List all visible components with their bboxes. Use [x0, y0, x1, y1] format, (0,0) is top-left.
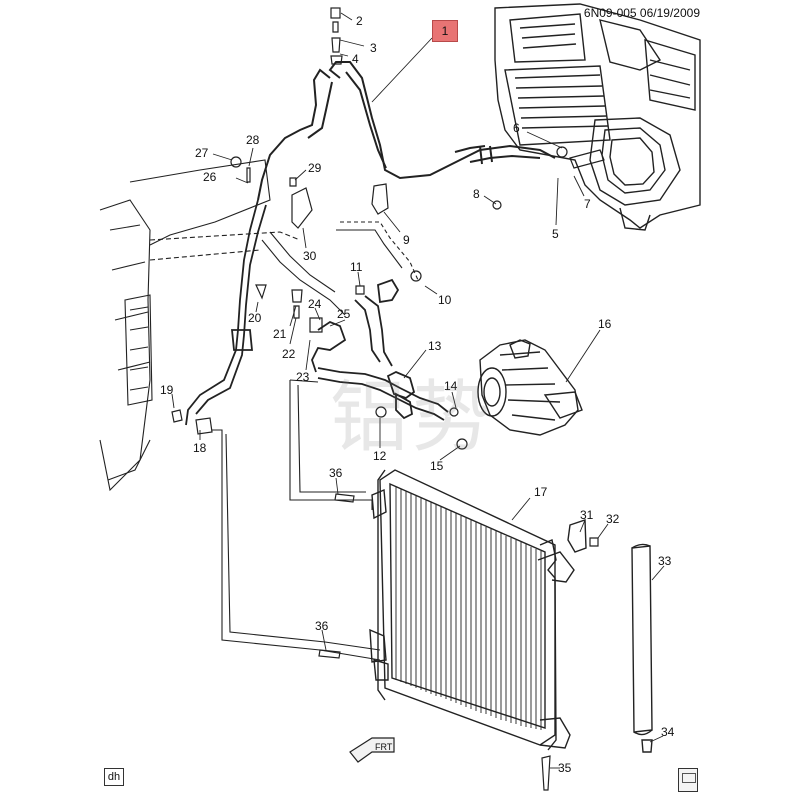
callout-7: 7 — [584, 197, 591, 211]
callout-33: 33 — [658, 554, 672, 568]
callout-21: 21 — [273, 327, 287, 341]
condenser-fins — [395, 487, 542, 730]
callout-32: 32 — [606, 512, 620, 526]
condenser — [369, 469, 575, 751]
fittings — [171, 7, 605, 791]
callout-31: 31 — [580, 508, 594, 522]
callout-36-upper: 36 — [329, 466, 343, 480]
callout-8: 8 — [473, 187, 480, 201]
diagram-linework — [99, 3, 701, 791]
diagram-code: 6N09-005 06/19/2009 — [583, 6, 700, 20]
front-arrow-label: FRT — [375, 742, 393, 752]
hidden-routing-lines — [212, 221, 419, 661]
callout-19: 19 — [160, 383, 174, 397]
callout-15: 15 — [430, 459, 444, 473]
callout-11: 11 — [350, 260, 363, 274]
discharge-hose — [311, 278, 449, 421]
leader-lines — [171, 12, 665, 769]
callout-26: 26 — [203, 170, 217, 184]
callout-10: 10 — [438, 293, 452, 307]
callout-24: 24 — [308, 297, 322, 311]
callout-3: 3 — [370, 41, 377, 55]
callout-2: 2 — [356, 14, 363, 28]
callout-35: 35 — [558, 761, 572, 775]
callout-9: 9 — [403, 233, 410, 247]
callout-12: 12 — [373, 449, 387, 463]
bracket-and-drier — [567, 519, 653, 753]
callout-23: 23 — [296, 370, 310, 384]
body-structure — [99, 159, 301, 492]
callout-17: 17 — [534, 485, 548, 499]
callout-25: 25 — [337, 307, 351, 321]
compressor — [477, 339, 583, 436]
dh-icon: dh — [104, 768, 124, 786]
callout-13: 13 — [428, 339, 442, 353]
callout-30: 30 — [303, 249, 317, 263]
highlight-callout-1: 1 — [432, 20, 458, 42]
callout-28: 28 — [246, 133, 260, 147]
callout-16: 16 — [598, 317, 612, 331]
callout-18: 18 — [193, 441, 207, 455]
callout-5: 5 — [552, 227, 559, 241]
callout-20: 20 — [248, 311, 262, 325]
callout-27: 27 — [195, 146, 209, 160]
callout-14: 14 — [444, 379, 458, 393]
liquid-line — [185, 199, 267, 426]
suction-hose — [257, 61, 556, 201]
hvac-module — [494, 3, 701, 231]
callout-29: 29 — [308, 161, 322, 175]
manual-book-icon — [678, 768, 698, 792]
front-arrow-icon: FRT — [349, 737, 395, 763]
watermark-text: 铝势 — [330, 373, 495, 463]
callout-6: 6 — [513, 121, 520, 135]
callout-36-lower: 36 — [315, 619, 329, 633]
callout-34: 34 — [661, 725, 675, 739]
callout-labels: 2 3 4 6 5 7 8 9 27 28 29 26 30 10 11 20 … — [160, 14, 675, 775]
callout-4: 4 — [352, 52, 359, 66]
callout-22: 22 — [282, 347, 296, 361]
